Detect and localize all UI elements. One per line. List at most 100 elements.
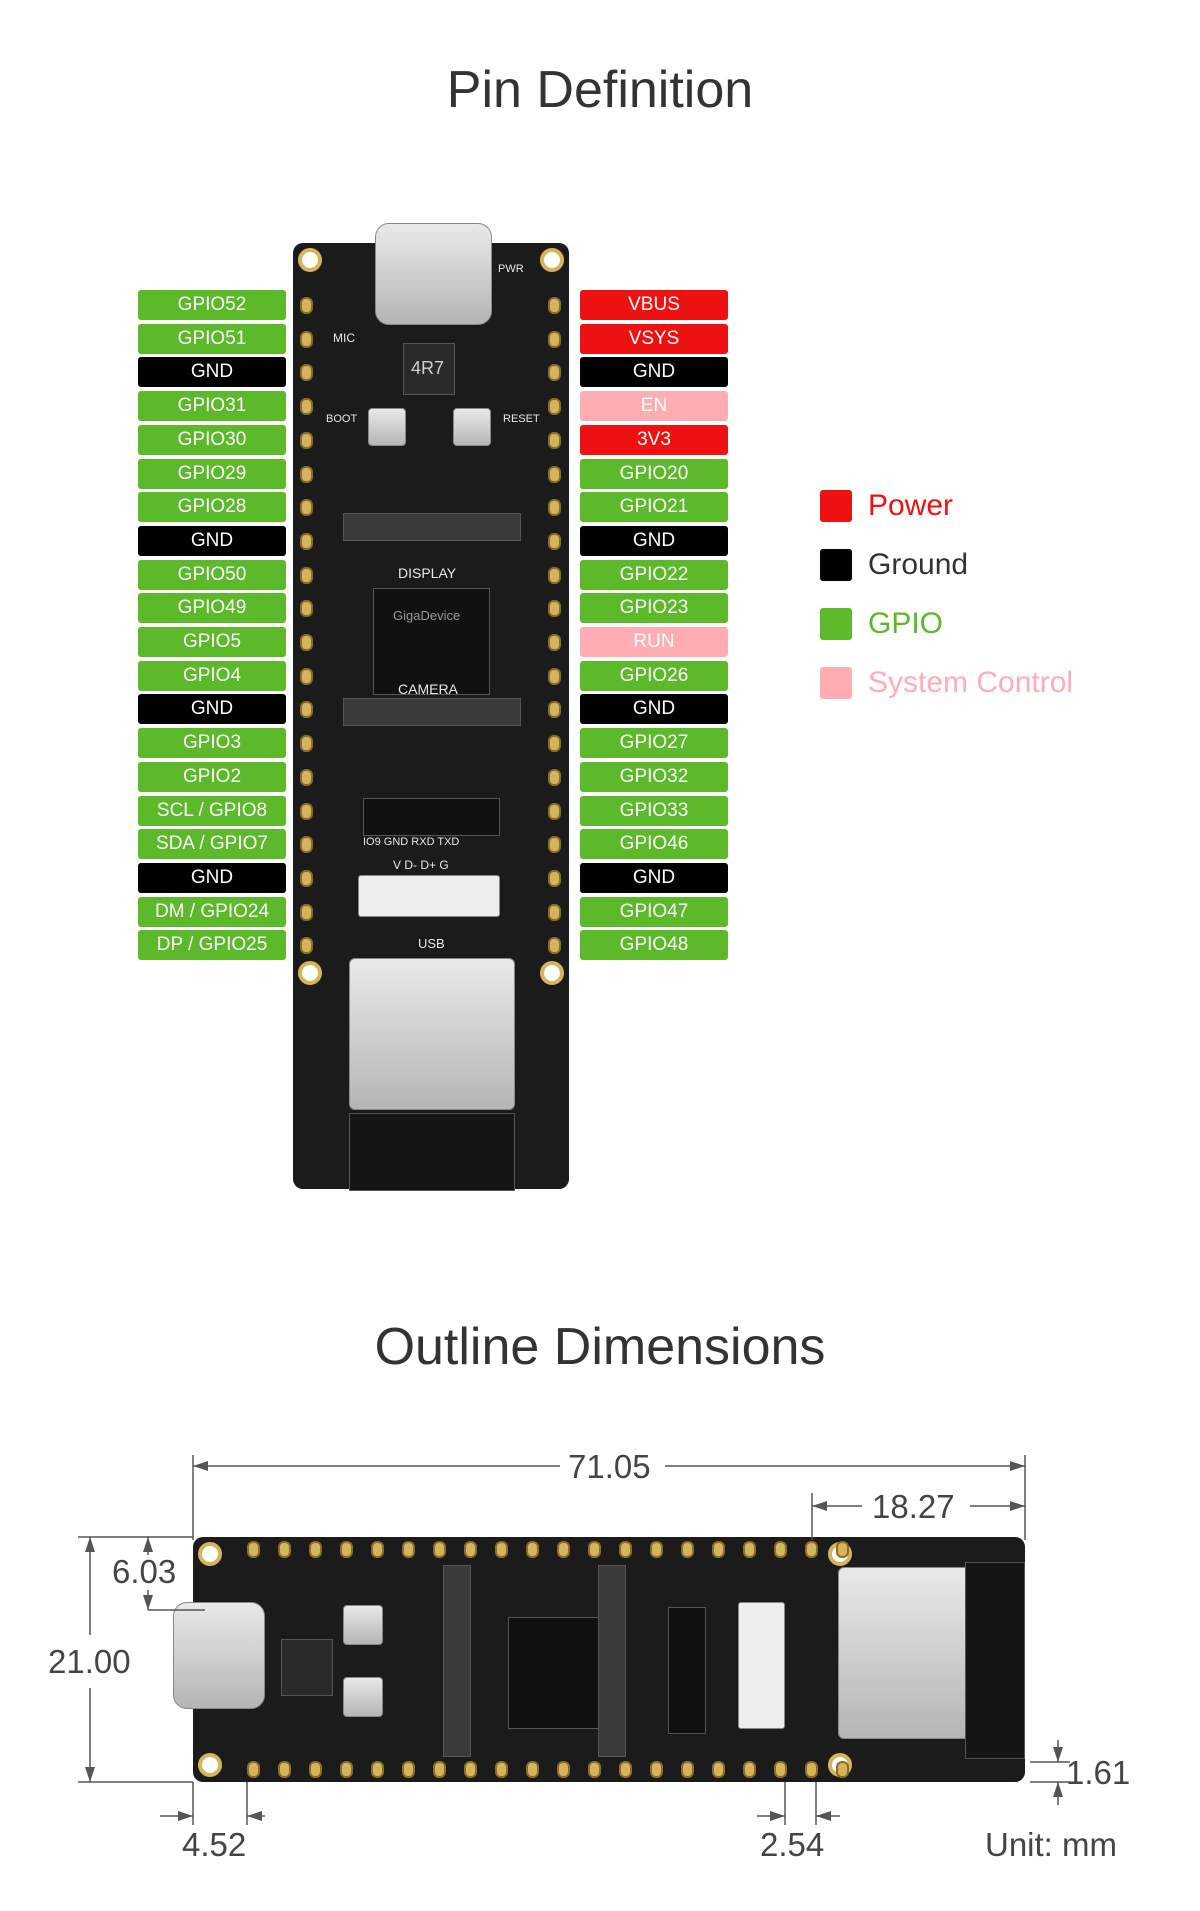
header-pad [650, 1541, 663, 1558]
right-pin-label: GPIO47 [580, 896, 728, 927]
wifi-module [838, 1567, 970, 1739]
pin-definition-title: Pin Definition [446, 61, 754, 119]
header-pad [300, 869, 313, 887]
header-pad [526, 1761, 539, 1778]
right-pin-label: GPIO21 [580, 492, 728, 523]
mounting-hole [298, 248, 322, 272]
header-pad [300, 937, 313, 955]
right-pin-label: VSYS [580, 323, 728, 354]
right-pin-label: GND [580, 525, 728, 556]
header-pad [548, 937, 561, 955]
header-pad [548, 297, 561, 314]
display-connector [443, 1565, 471, 1757]
header-pad [340, 1761, 353, 1778]
left-pin-label: GPIO28 [138, 492, 286, 523]
pinout-board: MIC PWR 4R7 BOOT RESET DISPLAY GigaDevic… [293, 223, 569, 1191]
header-pad [309, 1761, 322, 1778]
usb-label: USB [418, 936, 445, 951]
left-pin-label: GND [138, 525, 286, 556]
header-pad [548, 600, 561, 618]
header-pad [548, 634, 561, 651]
header-pad [619, 1761, 632, 1778]
header-pad [836, 1541, 849, 1558]
left-pin-label: SDA / GPIO7 [138, 829, 286, 860]
main-chip [373, 588, 490, 695]
uart-pin-labels: IO9 GND RXD TXD [363, 836, 460, 848]
mounting-hole [540, 248, 564, 272]
header-pad [588, 1541, 601, 1558]
right-pin-label: RUN [580, 627, 728, 657]
left-pin-label: GPIO50 [138, 559, 286, 590]
header-pad [548, 330, 561, 348]
left-pin-label: GND [138, 694, 286, 725]
header-pad [300, 297, 313, 314]
header-pad [300, 398, 313, 416]
right-pin-label: GPIO23 [580, 593, 728, 624]
display-label: DISPLAY [398, 565, 457, 581]
edge-to-pin-dimension: 4.52 [182, 1826, 247, 1863]
reset-button [343, 1605, 383, 1645]
header-pad [247, 1541, 260, 1558]
header-pad [495, 1761, 508, 1778]
legend-swatch [820, 549, 852, 581]
right-pin-label: EN [580, 391, 728, 422]
legend-label: GPIO [868, 607, 944, 640]
header-pad [309, 1541, 322, 1558]
left-pin-label: GPIO49 [138, 593, 286, 624]
header-pad [464, 1761, 477, 1778]
header-pad [402, 1761, 415, 1778]
pin-inset-dimension: 1.61 [1066, 1754, 1131, 1791]
usb-jst-connector [738, 1602, 785, 1729]
right-pin-label: GND [580, 862, 728, 893]
header-pad [300, 903, 313, 921]
usb-pin-labels: V D- D+ G [393, 858, 449, 872]
header-pad [805, 1541, 818, 1558]
boot-button [368, 408, 406, 446]
header-pad [278, 1761, 291, 1778]
right-pin-label: GPIO46 [580, 829, 728, 860]
header-pad [836, 1761, 849, 1778]
inductor-label: 4R7 [411, 358, 445, 378]
unit-label: Unit: mm [985, 1826, 1117, 1863]
pwr-label: PWR [498, 263, 524, 275]
inductor [281, 1639, 333, 1696]
pin-pitch-dimension: 2.54 [760, 1826, 825, 1863]
header-pad [433, 1761, 446, 1778]
header-pad [548, 735, 561, 753]
left-pin-label: GPIO4 [138, 660, 286, 691]
outline-dimensions-title: Outline Dimensions [374, 1318, 826, 1376]
right-pin-label: GPIO26 [580, 660, 728, 691]
usb-c-connector [375, 223, 492, 325]
boot-label: BOOT [326, 413, 358, 425]
header-pad [548, 499, 561, 517]
header-pad [548, 802, 561, 820]
header-pad [548, 869, 561, 887]
header-pad [300, 634, 313, 651]
right-pin-label: GPIO33 [580, 795, 728, 826]
mounting-hole [198, 1753, 222, 1777]
right-pin-label: GPIO27 [580, 728, 728, 759]
header-pad [588, 1761, 601, 1778]
legend-label: System Control [868, 666, 1074, 699]
left-pin-label: GPIO31 [138, 391, 286, 422]
header-pad [774, 1541, 787, 1558]
left-pin-label: DP / GPIO25 [138, 930, 286, 961]
header-pad [300, 566, 313, 584]
usb-offset-dimension: 6.03 [112, 1553, 177, 1590]
header-pad [300, 465, 313, 483]
wifi-module [349, 958, 515, 1110]
header-pad [300, 735, 313, 753]
header-pad [548, 836, 561, 854]
header-pad [548, 701, 561, 719]
header-pad [681, 1541, 694, 1558]
header-pad [743, 1761, 756, 1778]
camera-connector [343, 698, 521, 726]
header-pad [371, 1761, 384, 1778]
header-pad [548, 398, 561, 416]
header-pad [548, 566, 561, 584]
legend-swatch [820, 490, 852, 522]
header-pad [619, 1541, 632, 1558]
header-pad [300, 431, 313, 449]
left-pin-label: GPIO5 [138, 627, 286, 657]
camera-label: CAMERA [398, 681, 458, 697]
